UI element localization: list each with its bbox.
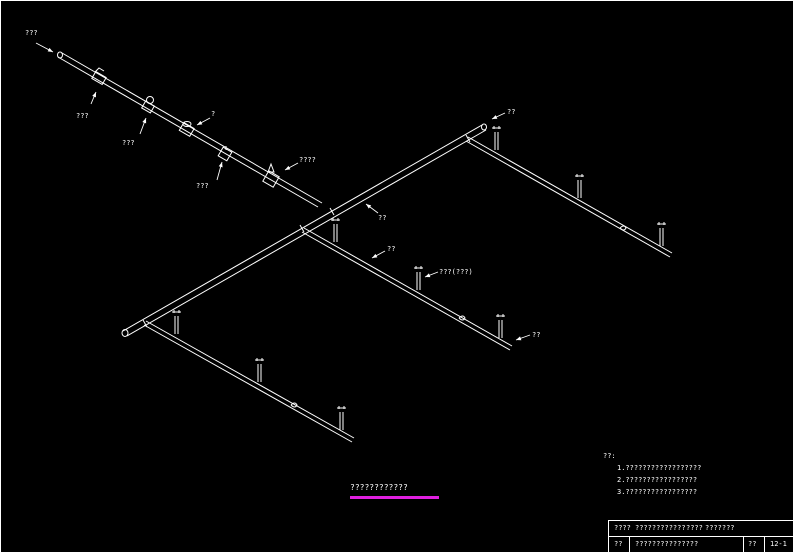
notes-block: ??: 1.?????????????????? 2.?????????????… [603,450,701,498]
sprinkler-heads [172,126,666,430]
note-item-3: 3.????????????????? [617,488,698,496]
branch-pipe-lower [143,320,355,443]
arrowhead [142,118,147,124]
arrowhead [197,120,203,125]
label-branch-top-end: ?? [507,108,515,116]
branch-pipe-upper [465,136,673,258]
alarm-valve-fitting [262,162,280,188]
arrowhead [492,115,498,119]
label-sprinkler: ???(???) [439,268,473,276]
tb-scale-label: ?? [748,540,757,548]
arrowhead [366,204,372,209]
note-item-1: 1.?????????????????? [617,464,702,472]
tb-divider [764,537,765,552]
tb-row1-a: ???? [614,524,631,532]
arrowhead [218,162,223,168]
label-valve-left2: ??? [122,139,135,147]
sprinkler-head-icon [172,310,181,334]
supply-pipe [57,51,323,208]
sprinkler-head-icon [496,314,505,338]
arrowhead [92,92,96,98]
title-block: ???? ???????????? ???? ??????? ?? ??????… [608,520,794,553]
sprinkler-head-icon [414,266,423,290]
arrowhead [425,273,431,278]
sprinkler-head-icon [575,174,584,198]
arrowhead [47,47,53,52]
title-block-row1: ???? ???????????? ???? ??????? [609,521,793,537]
gate-valve-fitting [91,67,107,86]
tb-sheet-number: 12-1 [770,540,787,548]
label-fitting-small: ? [211,110,215,118]
sprinkler-head-icon [657,222,666,246]
drawing-title-underline [350,496,439,499]
label-fitting-bottom: ??? [196,182,209,190]
label-pressure-gauge: ???? [299,156,316,164]
main-pipe [121,123,487,337]
arrowhead [516,336,522,341]
sprinkler-head-icon [255,358,264,382]
label-inlet: ??? [25,29,38,37]
label-main-pipe: ?? [378,214,386,222]
label-valve-left: ??? [76,112,89,120]
sprinkler-head-icon [492,126,501,150]
label-branch-mid-end: ?? [532,331,540,339]
label-branch-mid: ?? [387,245,395,253]
tee-fitting [178,121,195,138]
arrowhead [285,165,291,170]
arrowhead [372,253,378,258]
leader-arrows [35,42,531,341]
tb-row2-value: ??????????????? [635,540,699,548]
check-valve-fitting [140,96,156,114]
sprinkler-head-icon [337,406,346,430]
tb-row2-label: ?? [614,540,623,548]
tb-divider [743,537,744,552]
meter-fitting [217,146,233,162]
branch-pipe-middle [301,227,513,351]
note-item-2: 2.????????????????? [617,476,698,484]
notes-heading: ??: [603,452,616,460]
drawing-title: ???????????? [350,483,408,492]
tb-row1-d: ??????? [705,524,735,532]
tb-row1-b: ???????????? [635,524,686,532]
tb-row1-c: ???? [686,524,703,532]
sprinkler-head-icon [331,218,340,242]
tb-divider [629,537,630,552]
